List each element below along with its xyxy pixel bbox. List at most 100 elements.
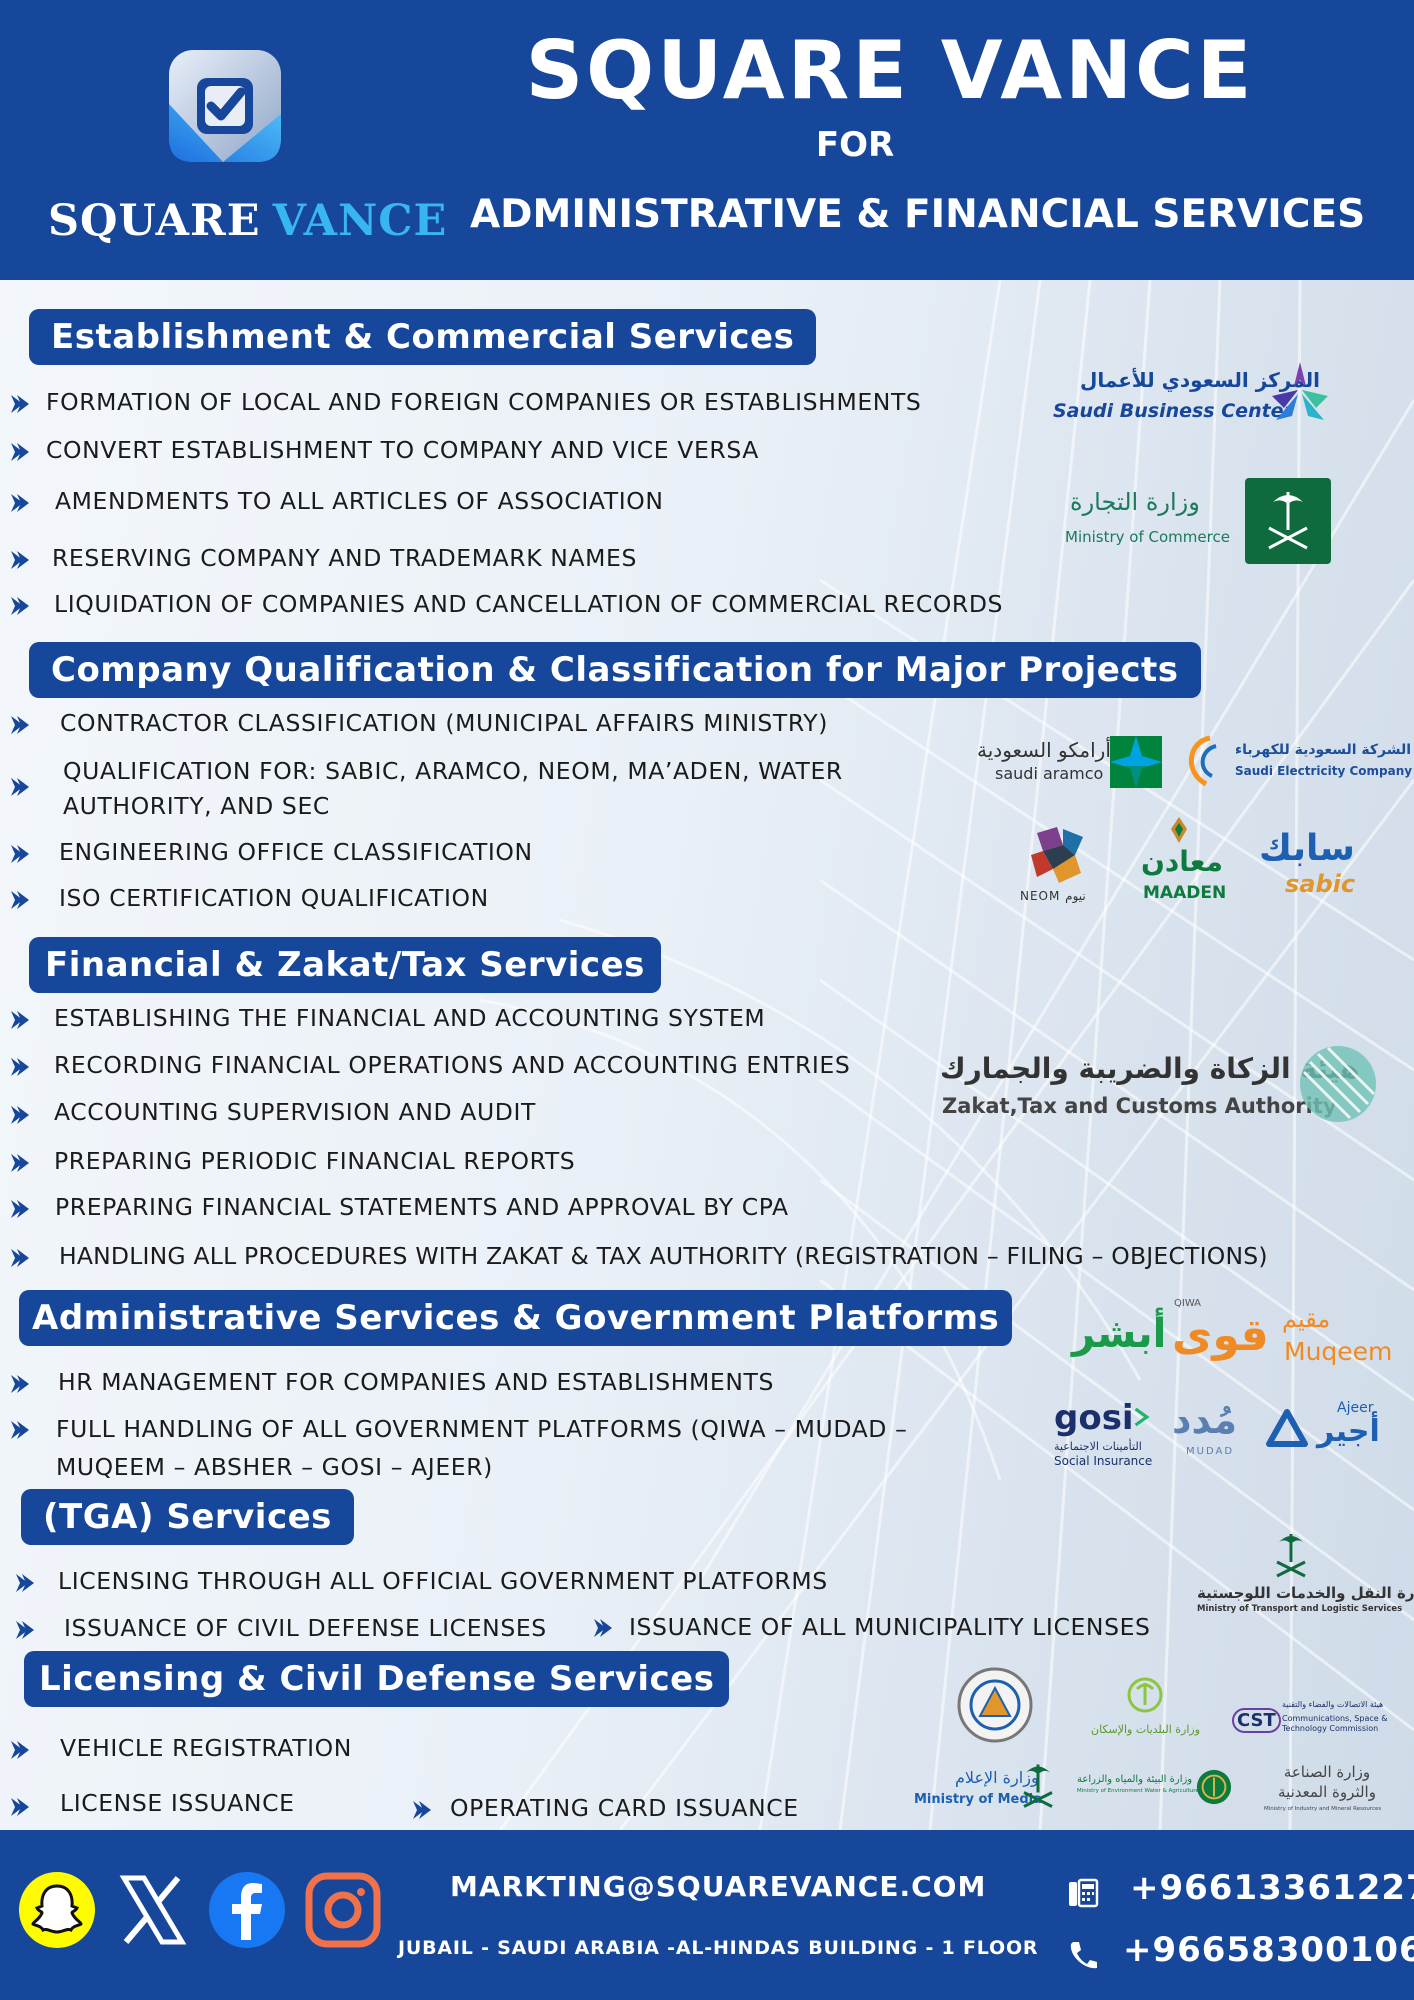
aramco-star-icon: [1110, 736, 1162, 788]
sec-english-text: Saudi Electricity Company: [1235, 764, 1413, 778]
chevron-bullet-icon: [11, 1421, 29, 1439]
mudad-arabic-text: مُدد: [1172, 1398, 1237, 1442]
maaden-logo: معادن MAADEN: [1135, 815, 1226, 910]
saudi-aramco-logo: أرامكو السعودية saudi aramco: [975, 732, 1165, 792]
list-item: RECORDING FINANCIAL OPERATIONS AND ACCOU…: [54, 1051, 851, 1079]
momrah-arabic-text: وزارة البلديات والإسكان: [1091, 1723, 1201, 1736]
ajeer-triangle-icon: [1266, 1409, 1308, 1447]
sabic-logo: سابك sabic: [1255, 828, 1365, 903]
aramco-arabic-text: أرامكو السعودية: [977, 738, 1111, 762]
mewa-emblem-icon: [1196, 1769, 1232, 1805]
chevron-bullet-icon: [16, 1574, 34, 1592]
chevron-bullet-icon: [16, 1621, 34, 1639]
chevron-bullet-icon: [11, 1249, 29, 1267]
absher-text: أبشر: [1072, 1311, 1167, 1357]
sec-arabic-text: الشركة السعودية للكهرباء: [1235, 742, 1412, 758]
aramco-english-text: saudi aramco: [995, 764, 1104, 783]
moc-english-text: Ministry of Commerce: [1065, 528, 1230, 546]
logo-word-square: SQUARE: [48, 196, 261, 246]
ministry-of-transport-logo: وزارة النقل والخدمات اللوجستية Ministry …: [1195, 1530, 1414, 1620]
qiwa-logo: QIWA قوى: [1170, 1298, 1269, 1378]
chevron-bullet-icon: [11, 494, 29, 512]
list-item: LICENSE ISSUANCE: [60, 1789, 295, 1817]
chevron-bullet-icon: [11, 597, 29, 615]
gosi-logo: gosi التأمينات الاجتماعية Social Insuran…: [1052, 1398, 1152, 1478]
mewa-english-text: Ministry of Environment Water & Agricult…: [1077, 1788, 1199, 1794]
moc-arabic-text: وزارة التجارة: [1070, 488, 1200, 516]
saudi-emblem-icon: [1276, 1534, 1306, 1578]
chevron-bullet-icon: [11, 551, 29, 569]
chevron-bullet-icon: [11, 1058, 29, 1076]
list-item: FORMATION OF LOCAL AND FOREIGN COMPANIES…: [46, 388, 922, 416]
zatca-english-text: Zakat,Tax and Customs Authority: [942, 1094, 1337, 1118]
chevron-bullet-icon: [11, 845, 29, 863]
chevron-bullet-icon: [11, 891, 29, 909]
qiwa-arabic-text: قوى: [1172, 1310, 1269, 1361]
section-title-licensing: Licensing & Civil Defense Services: [24, 1651, 730, 1707]
chevron-bullet-icon: [11, 1106, 29, 1124]
chevron-bullet-icon: [11, 716, 29, 734]
maaden-arabic-text: معادن: [1141, 845, 1223, 878]
x-twitter-icon[interactable]: [112, 1870, 192, 1950]
facebook-icon[interactable]: [207, 1870, 287, 1950]
chevron-bullet-icon: [11, 778, 29, 796]
muqeem-logo: مقيم Muqeem: [1280, 1305, 1393, 1375]
mobile-phone-icon: [1070, 1942, 1097, 1969]
list-item: VEHICLE REGISTRATION: [60, 1734, 352, 1762]
snapchat-icon[interactable]: [17, 1870, 97, 1950]
list-item: CONVERT ESTABLISHMENT TO COMPANY AND VIC…: [46, 436, 759, 464]
gosi-english-text: Social Insurance: [1054, 1454, 1153, 1468]
list-item: ESTABLISHING THE FINANCIAL AND ACCOUNTIN…: [54, 1004, 766, 1032]
chevron-bullet-icon: [594, 1619, 612, 1637]
saudi-business-center-logo: المركز السعودي للأعمال Saudi Business Ce…: [1050, 360, 1350, 440]
instagram-icon[interactable]: [303, 1870, 383, 1950]
section-title-qualification: Company Qualification & Classification f…: [29, 642, 1201, 698]
list-item: QUALIFICATION FOR: SABIC, ARAMCO, NEOM, …: [63, 757, 843, 820]
list-item: FULL HANDLING OF ALL GOVERNMENT PLATFORM…: [56, 1415, 908, 1481]
list-item: HR MANAGEMENT FOR COMPANIES AND ESTABLIS…: [58, 1368, 775, 1396]
saudi-electricity-company-logo: الشركة السعودية للكهرباء Saudi Electrici…: [1180, 732, 1412, 792]
ajeer-english-text: Ajeer: [1337, 1400, 1374, 1416]
ministry-of-environment-logo: وزارة البيئة والمياه والزراعة Ministry o…: [1075, 1768, 1235, 1818]
muqeem-arabic-text: مقيم: [1282, 1305, 1331, 1333]
mim-english-text: Ministry of Industry and Mineral Resourc…: [1264, 1806, 1382, 1812]
civil-defense-emblem-icon: [957, 1667, 1033, 1743]
list-item: ISO CERTIFICATION QUALIFICATION: [59, 884, 489, 912]
list-item: ISSUANCE OF ALL MUNICIPALITY LICENSES: [629, 1613, 1151, 1641]
mot-english-text: Ministry of Transport and Logistic Servi…: [1197, 1604, 1403, 1614]
sbc-arabic-text: المركز السعودي للأعمال: [1080, 368, 1320, 392]
muqeem-english-text: Muqeem: [1284, 1337, 1393, 1366]
list-item: PREPARING FINANCIAL STATEMENTS AND APPRO…: [55, 1193, 789, 1221]
section-title-administrative: Administrative Services & Government Pla…: [19, 1290, 1013, 1346]
section-title-tga: (TGA) Services: [21, 1489, 354, 1545]
contact-phone-office[interactable]: +966133612277: [1130, 1868, 1414, 1908]
maaden-emblem-icon: [1171, 817, 1187, 843]
gosi-arabic-text: التأمينات الاجتماعية: [1054, 1440, 1142, 1453]
absher-logo: أبشر: [1070, 1305, 1166, 1375]
mot-arabic-text: وزارة النقل والخدمات اللوجستية: [1197, 1584, 1414, 1602]
chevron-bullet-icon: [11, 1375, 29, 1393]
list-item: PREPARING PERIODIC FINANCIAL REPORTS: [54, 1147, 576, 1175]
ajeer-arabic-text: أجير: [1317, 1414, 1380, 1449]
checkbox-logo-icon: [169, 50, 281, 162]
sbc-english-text: Saudi Business Center: [1053, 400, 1293, 422]
chevron-bullet-icon: [11, 443, 29, 461]
sabic-english-text: sabic: [1285, 870, 1356, 898]
list-item: HANDLING ALL PROCEDURES WITH ZAKAT & TAX…: [59, 1242, 1268, 1270]
list-item: OPERATING CARD ISSUANCE: [450, 1794, 799, 1822]
mim-arabic-text: وزارة الصناعة والثروة المعدنية: [1278, 1763, 1376, 1801]
chevron-bullet-icon: [11, 1741, 29, 1759]
zatca-logo: هيئة الزكاة والضريبة والجمارك Zakat,Tax …: [940, 1040, 1380, 1140]
ajeer-logo: Ajeer أجير: [1265, 1398, 1380, 1468]
sabic-arabic-text: سابك: [1259, 828, 1355, 869]
gosi-arrow-icon: [1134, 1407, 1150, 1427]
list-item: CONTRACTOR CLASSIFICATION (MUNICIPAL AFF…: [60, 709, 828, 737]
list-item: LICENSING THROUGH ALL OFFICIAL GOVERNMEN…: [58, 1567, 828, 1595]
media-english-text: Ministry of Media: [914, 1792, 1042, 1807]
chevron-bullet-icon: [11, 1011, 29, 1029]
contact-phone-mobile[interactable]: +966583001060: [1123, 1930, 1414, 1970]
chevron-bullet-icon: [413, 1801, 431, 1819]
contact-email[interactable]: MARKTING@SQUAREVANCE.COM: [450, 1870, 987, 1903]
